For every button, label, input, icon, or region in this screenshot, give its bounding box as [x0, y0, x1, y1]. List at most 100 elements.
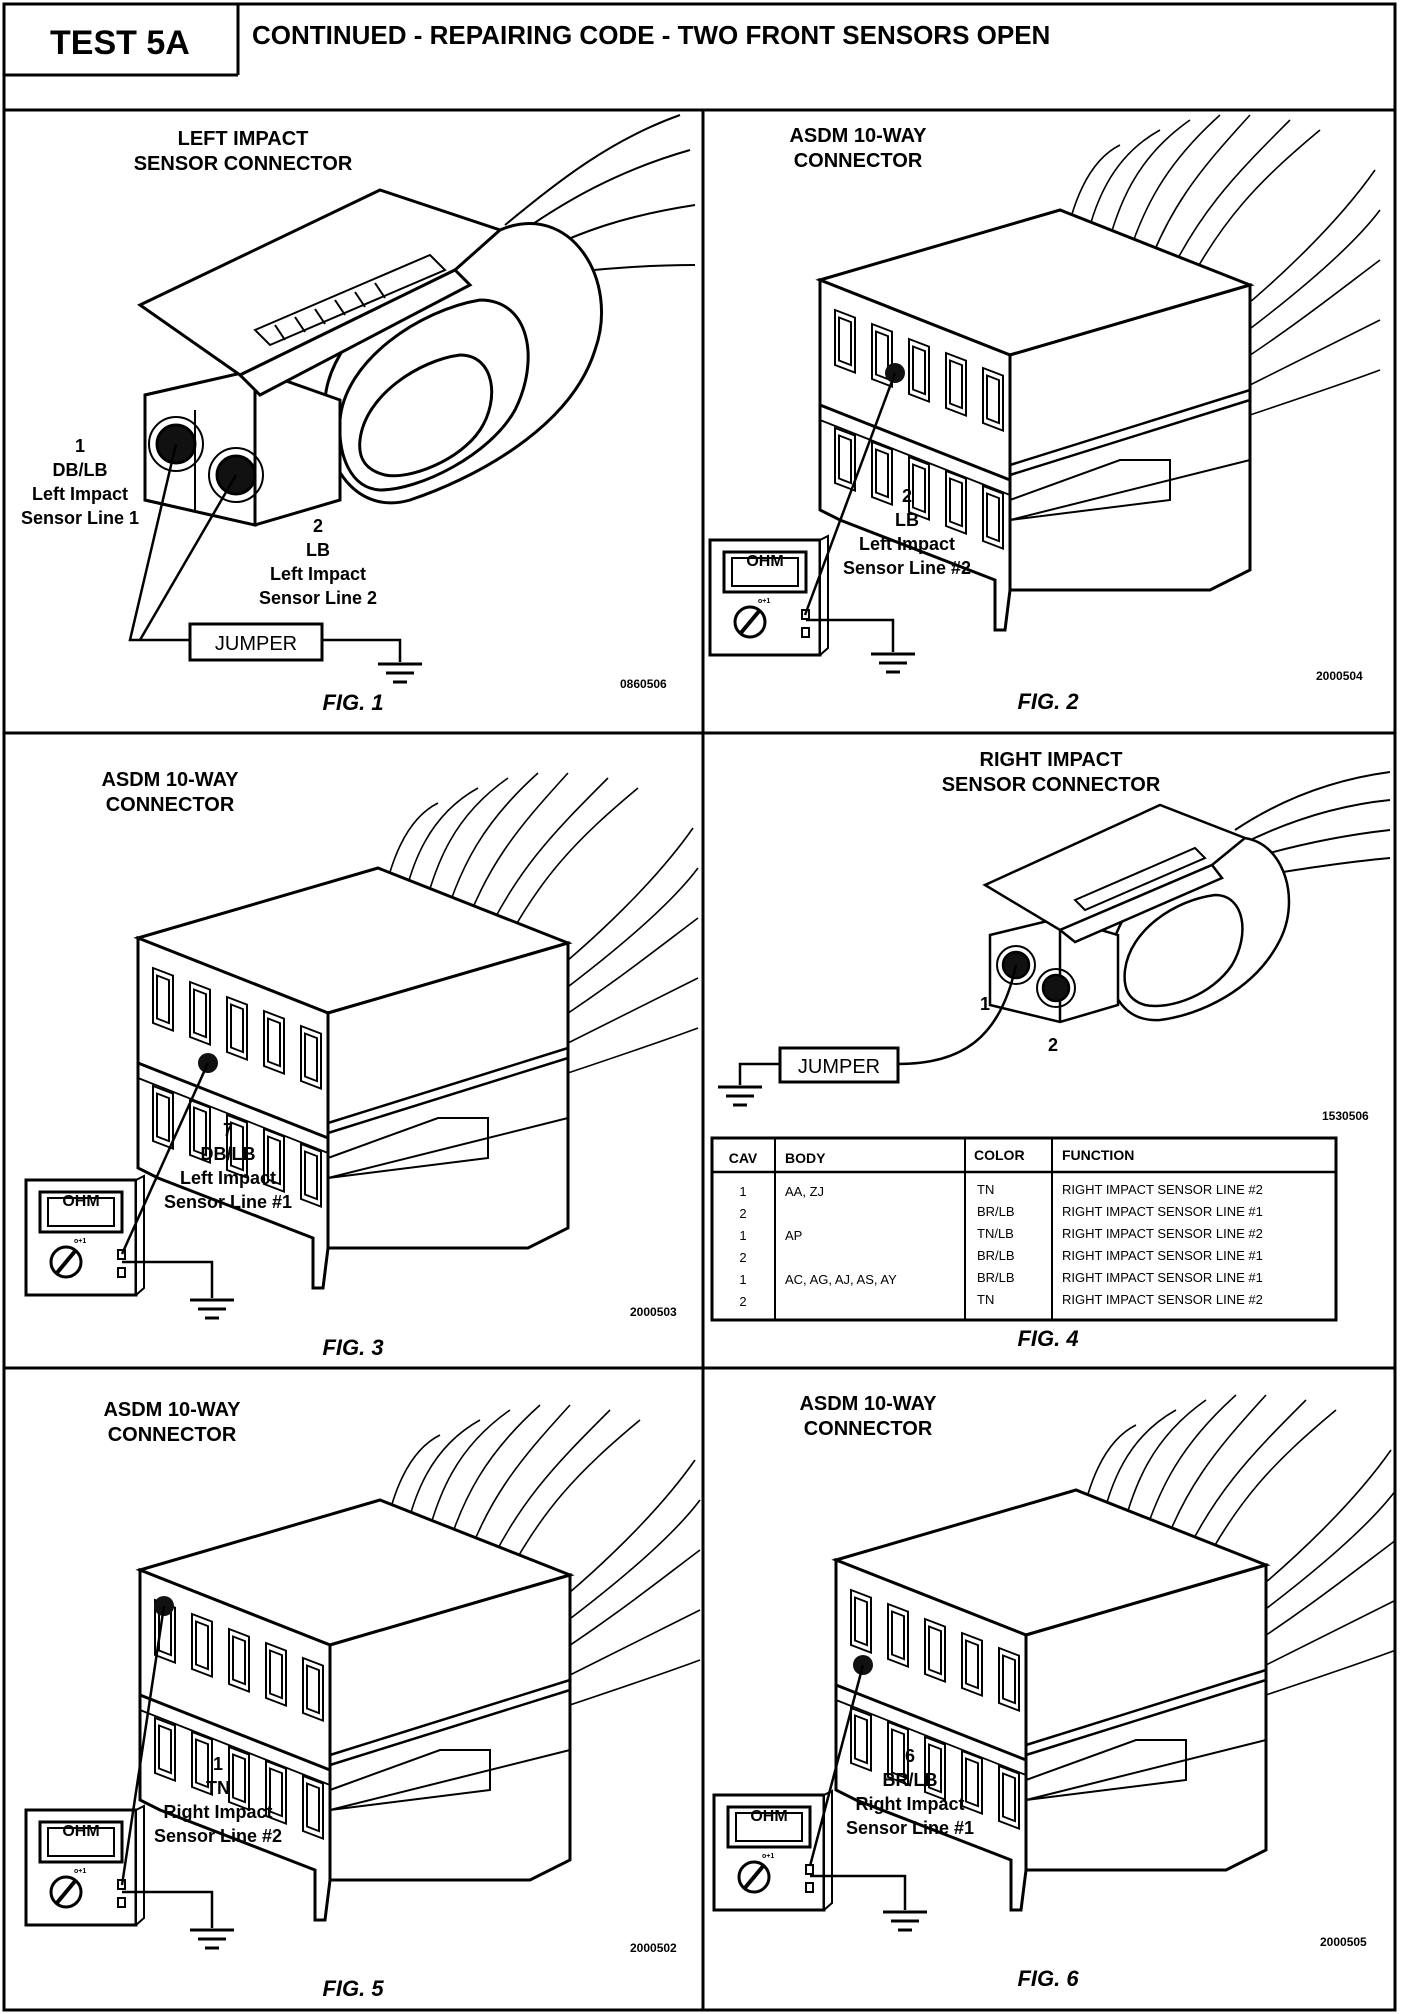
ground-icon — [716, 1085, 764, 1107]
pin-2-label: 2 LB Left Impact Sensor Line 2 — [259, 516, 377, 608]
left-impact-sensor-connector-drawing — [137, 114, 696, 527]
svg-text:1: 1 — [213, 1754, 223, 1774]
pin-label: 7 DB/LB Left Impact Sensor Line #1 — [164, 1120, 292, 1212]
test-label: TEST 5A — [50, 24, 190, 62]
svg-text:Sensor Line #2: Sensor Line #2 — [154, 1826, 282, 1846]
panel-title-line-2: CONNECTOR — [804, 1418, 933, 1440]
ground-icon — [869, 652, 917, 674]
meter-label: OHM — [746, 553, 783, 570]
panel-title-line-1: ASDM 10-WAY — [101, 769, 239, 791]
drawing-code: 1530506 — [1322, 1109, 1369, 1123]
table-row: 1 AA, ZJ TN RIGHT IMPACT SENSOR LINE #2 — [739, 1182, 1262, 1199]
svg-text:AC, AG, AJ, AS, AY: AC, AG, AJ, AS, AY — [785, 1272, 897, 1287]
pin-1-label: 1 DB/LB Left Impact Sensor Line 1 — [21, 436, 139, 528]
ohmmeter: OHM — [24, 1174, 146, 1297]
panel-title-line-1: ASDM 10-WAY — [103, 1399, 241, 1421]
svg-text:DB/LB: DB/LB — [53, 460, 108, 480]
figure-label: FIG. 1 — [322, 690, 383, 715]
panel-title-line-2: SENSOR CONNECTOR — [134, 153, 353, 175]
ground-icon — [188, 1928, 236, 1950]
test-leads — [120, 1605, 214, 1928]
panel-fig-3: ASDM 10-WAY CONNECTOR 7 DB/LB Left Impac… — [24, 769, 700, 1360]
ground-icon — [376, 662, 424, 684]
svg-text:RIGHT IMPACT SENSOR LINE #1: RIGHT IMPACT SENSOR LINE #1 — [1062, 1248, 1263, 1263]
svg-text:2: 2 — [739, 1206, 746, 1221]
jumper-label: JUMPER — [215, 633, 297, 655]
svg-text:2: 2 — [902, 486, 912, 506]
table-row: 2 BR/LB RIGHT IMPACT SENSOR LINE #1 — [739, 1204, 1262, 1221]
figure-label: FIG. 4 — [1017, 1326, 1078, 1351]
ground-icon — [188, 1298, 236, 1320]
figure-label: FIG. 2 — [1017, 689, 1079, 714]
table-header-color: COLOR — [974, 1147, 1025, 1163]
pin-label: 2 LB Left Impact Sensor Line #2 — [843, 486, 971, 578]
table-body: 1 AA, ZJ TN RIGHT IMPACT SENSOR LINE #2 … — [739, 1182, 1262, 1309]
svg-text:BR/LB: BR/LB — [883, 1770, 938, 1790]
drawing-code: 0860506 — [620, 677, 667, 691]
panel-title-line-1: ASDM 10-WAY — [799, 1393, 937, 1415]
svg-text:RIGHT IMPACT SENSOR LINE #2: RIGHT IMPACT SENSOR LINE #2 — [1062, 1226, 1263, 1241]
ohmmeter: OHM — [712, 1789, 834, 1912]
svg-text:RIGHT IMPACT SENSOR LINE #2: RIGHT IMPACT SENSOR LINE #2 — [1062, 1292, 1263, 1307]
pin-1-label: 1 — [980, 994, 990, 1014]
drawing-code: 2000504 — [1316, 669, 1363, 683]
svg-text:Left Impact: Left Impact — [32, 484, 128, 504]
panel-title-line-1: LEFT IMPACT — [178, 128, 309, 150]
svg-text:TN/LB: TN/LB — [977, 1226, 1014, 1241]
ohmmeter: OHM — [24, 1804, 146, 1927]
test-leads — [120, 1062, 214, 1298]
svg-text:6: 6 — [905, 1746, 915, 1766]
figure-label: FIG. 5 — [322, 1976, 384, 2001]
jumper-label: JUMPER — [798, 1056, 880, 1078]
svg-text:2: 2 — [313, 516, 323, 536]
pin-2-label: 2 — [1048, 1035, 1058, 1055]
panel-fig-6: ASDM 10-WAY CONNECTOR 6 BR/LB Right Impa… — [712, 1393, 1398, 1991]
svg-text:1: 1 — [739, 1272, 746, 1287]
svg-text:1: 1 — [75, 436, 85, 456]
svg-text:LB: LB — [895, 510, 919, 530]
test-leads — [808, 1664, 907, 1910]
svg-text:TN: TN — [977, 1292, 994, 1307]
svg-text:BR/LB: BR/LB — [977, 1204, 1015, 1219]
page-title: CONTINUED - REPAIRING CODE - TWO FRONT S… — [252, 20, 1050, 50]
svg-text:DB/LB: DB/LB — [201, 1144, 256, 1164]
pin-label: 1 TN Right Impact Sensor Line #2 — [154, 1754, 282, 1846]
svg-text:LB: LB — [306, 540, 330, 560]
ground-icon — [881, 1910, 929, 1932]
svg-text:Right Impact: Right Impact — [855, 1794, 964, 1814]
svg-text:TN: TN — [977, 1182, 994, 1197]
svg-text:Left Impact: Left Impact — [859, 534, 955, 554]
svg-text:7: 7 — [223, 1120, 233, 1140]
svg-text:Sensor Line 1: Sensor Line 1 — [21, 508, 139, 528]
svg-text:2: 2 — [739, 1294, 746, 1309]
svg-text:TN: TN — [206, 1778, 230, 1798]
svg-text:Left Impact: Left Impact — [270, 564, 366, 584]
ohmmeter: OHM — [708, 534, 830, 657]
svg-text:Sensor Line #2: Sensor Line #2 — [843, 558, 971, 578]
svg-text:1: 1 — [739, 1184, 746, 1199]
panel-title-line-2: CONNECTOR — [108, 1424, 237, 1446]
test-leads — [803, 372, 897, 652]
table-row: 1 AC, AG, AJ, AS, AY BR/LB RIGHT IMPACT … — [739, 1270, 1262, 1287]
jumper-wire — [128, 443, 402, 662]
jumper-wire — [738, 964, 1018, 1085]
panel-fig-1: LEFT IMPACT SENSOR CONNECTOR — [21, 114, 696, 715]
svg-text:Right Impact: Right Impact — [163, 1802, 272, 1822]
svg-text:BR/LB: BR/LB — [977, 1248, 1015, 1263]
panel-title-line-1: ASDM 10-WAY — [789, 125, 927, 147]
svg-text:AA, ZJ: AA, ZJ — [785, 1184, 824, 1199]
table-row: 2 TN RIGHT IMPACT SENSOR LINE #2 — [739, 1292, 1262, 1309]
panel-title-line-2: SENSOR CONNECTOR — [942, 774, 1161, 796]
drawing-code: 2000505 — [1320, 1935, 1367, 1949]
drawing-code: 2000503 — [630, 1305, 677, 1319]
svg-text:BR/LB: BR/LB — [977, 1270, 1015, 1285]
table-row: 2 BR/LB RIGHT IMPACT SENSOR LINE #1 — [739, 1248, 1262, 1265]
svg-text:RIGHT IMPACT SENSOR LINE #1: RIGHT IMPACT SENSOR LINE #1 — [1062, 1270, 1263, 1285]
svg-text:Sensor Line #1: Sensor Line #1 — [164, 1192, 292, 1212]
drawing-code: 2000502 — [630, 1941, 677, 1955]
panel-title-line-1: RIGHT IMPACT — [980, 749, 1123, 771]
figure-label: FIG. 3 — [322, 1335, 383, 1360]
table-row: 1 AP TN/LB RIGHT IMPACT SENSOR LINE #2 — [739, 1226, 1262, 1243]
header: TEST 5A CONTINUED - REPAIRING CODE - TWO… — [4, 4, 1050, 77]
